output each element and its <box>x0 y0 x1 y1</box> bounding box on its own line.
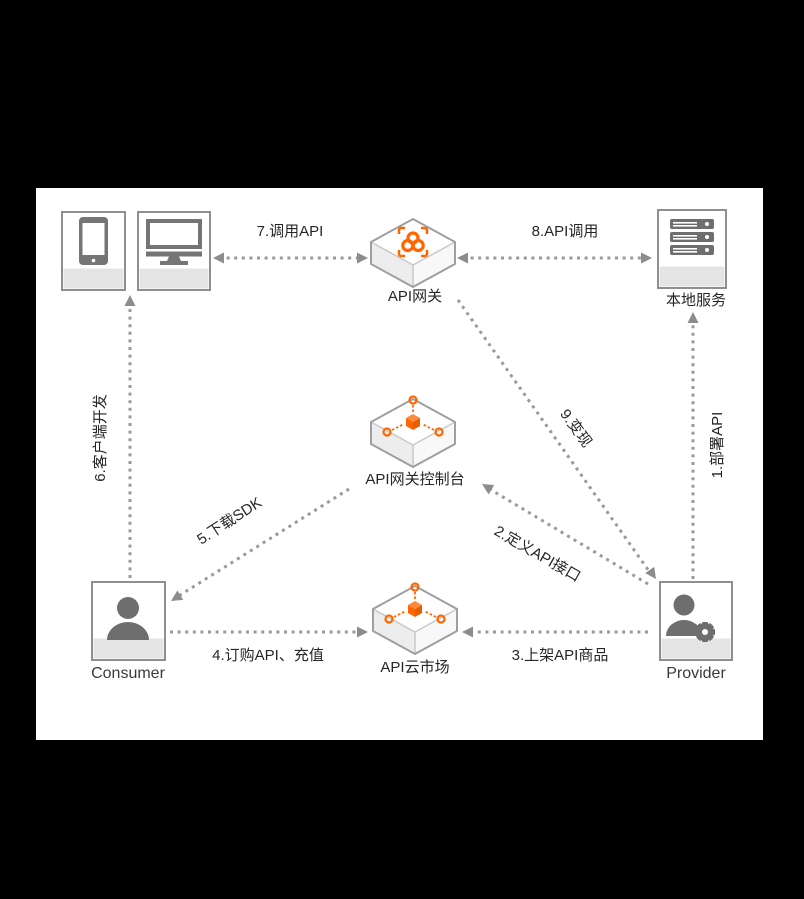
edge-label-download-sdk: 5.下载SDK <box>194 494 265 548</box>
consumer-node: Consumer <box>91 581 166 682</box>
api-market-node: API云市场 <box>372 582 458 676</box>
edge-label-call-api: 7.调用API <box>257 223 324 240</box>
edge-api-call-line <box>457 252 652 264</box>
edge-publish-api-line <box>462 626 648 638</box>
edge-monetize-line <box>456 299 656 579</box>
provider-label: Provider <box>666 665 726 682</box>
arrowhead-left <box>462 626 473 638</box>
phone-node <box>61 211 126 291</box>
edge-label-publish-api: 3.上架API商品 <box>512 647 609 664</box>
diagram-canvas: API网关 本地服务 <box>36 188 763 740</box>
gear-icon <box>695 622 715 642</box>
arrowhead-left <box>213 252 224 264</box>
edge-label-api-call: 8.API调用 <box>532 223 599 240</box>
edge-label-monetize: 9.变现 <box>556 406 595 450</box>
edge-order-api-line <box>170 626 368 638</box>
api-console-label: API网关控制台 <box>365 471 464 488</box>
arrowhead-up <box>687 312 699 323</box>
arrowhead-down-left <box>171 590 184 601</box>
api-console-node: API网关控制台 <box>365 395 465 488</box>
arrowhead-right <box>641 252 652 264</box>
edge-label-deploy-api: 1.部署API <box>709 412 726 479</box>
edge-label-define-api: 2.定义API接口 <box>491 523 583 586</box>
consumer-label: Consumer <box>91 665 165 682</box>
edge-deploy-api-line <box>687 312 699 579</box>
provider-node: Provider <box>659 581 733 682</box>
server-stack-icon <box>670 219 714 255</box>
monitor-node <box>137 211 211 291</box>
api-gateway-label: API网关 <box>388 288 442 305</box>
arrowhead-right <box>357 626 368 638</box>
arrowhead-up-left <box>482 484 495 495</box>
desktop-monitor-icon <box>146 219 202 265</box>
api-market-label: API云市场 <box>380 659 449 676</box>
smartphone-icon <box>79 217 108 265</box>
person-gear-icon <box>666 594 715 642</box>
gateway-cube-icon <box>397 226 429 258</box>
person-icon <box>107 597 149 640</box>
edge-client-dev-line <box>124 295 136 578</box>
local-service-node: 本地服务 <box>657 209 727 309</box>
arrowhead-down-right <box>645 566 656 579</box>
edge-download-sdk-line <box>171 487 350 601</box>
arrowhead-up <box>124 295 136 306</box>
edge-label-client-dev: 6.客户端开发 <box>92 394 109 482</box>
local-service-label: 本地服务 <box>666 292 726 309</box>
api-gateway-node: API网关 <box>370 218 456 305</box>
edge-define-api-line <box>482 484 649 586</box>
edge-call-api-line <box>213 252 368 264</box>
arrowhead-right <box>357 252 368 264</box>
edge-label-order-api: 4.订购API、充值 <box>212 647 324 664</box>
architecture-diagram: API网关 本地服务 <box>61 209 733 682</box>
arrowhead-left <box>457 252 468 264</box>
